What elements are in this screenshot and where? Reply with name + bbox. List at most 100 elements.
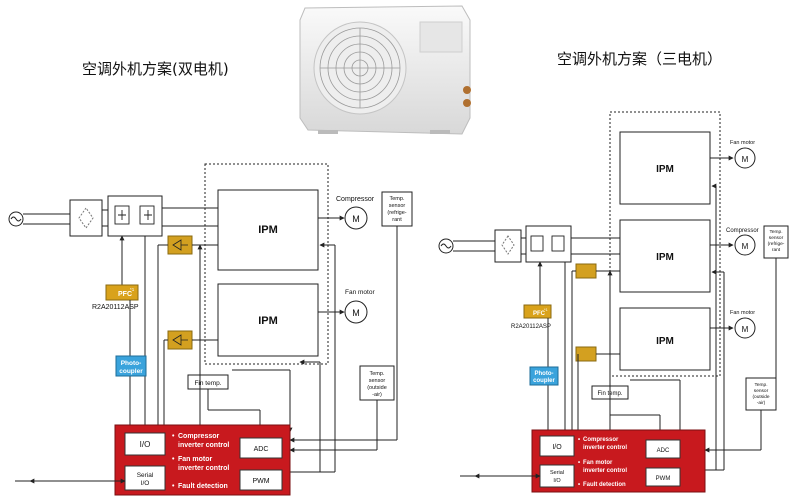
- mcu-pwm-right-label: PWM: [656, 476, 671, 482]
- rectifier-bridge-right: [494, 229, 522, 263]
- current-amp-top-icon: [167, 235, 193, 255]
- pfc-right-superscript: *1: [544, 307, 549, 312]
- fan-motor-label: Fan motor: [345, 289, 375, 296]
- ipm-enclosure-right: [609, 111, 721, 377]
- feature-r-fault: Fault detection: [583, 482, 626, 488]
- pfc-switch-block-right: [525, 225, 572, 263]
- fan-motor-top-symbol: M: [742, 155, 749, 164]
- ipm-bottom-box: [217, 283, 319, 357]
- mcu-serial-r-2: I/O: [553, 478, 561, 484]
- mcu-serial-line1: Serial: [137, 472, 154, 479]
- current-amp-right-1: [575, 263, 597, 279]
- compressor-right-symbol: M: [742, 242, 749, 251]
- compressor-motor-icon: [344, 206, 368, 230]
- mcu-adc-right-label: ADC: [657, 448, 670, 454]
- temp-outside-r-4: -air): [757, 400, 766, 406]
- temp-sensor-refrig-line1: Temp.: [390, 196, 405, 202]
- outdoor-unit-illustration: [299, 5, 471, 135]
- temp-sensor-outside-line2: sensor: [369, 378, 386, 384]
- ac-source-icon: [8, 211, 24, 227]
- part-number-label: R2A20112ASP: [92, 304, 139, 311]
- temp-sensor-outside-line4: -air): [372, 392, 382, 398]
- ipm-top-box: [217, 189, 319, 271]
- mcu-io-right-label: I/O: [552, 444, 562, 451]
- feature-fault-detection: Fault detection: [178, 483, 228, 490]
- mcu-pwm-label: PWM: [252, 478, 269, 485]
- ipm-bottom-label: IPM: [258, 315, 278, 327]
- compressor-right-label: Compressor: [726, 228, 759, 234]
- ipm-1-label: IPM: [656, 164, 674, 175]
- mcu-adc-box: [239, 437, 283, 459]
- mcu-serial-line2: I/O: [141, 480, 150, 487]
- svg-text:•: •: [578, 437, 580, 443]
- title-dual-motor: 空调外机方案(双电机): [82, 60, 229, 78]
- compressor-motor-right-icon: [734, 234, 756, 256]
- part-number-right: R2A20112ASP: [511, 324, 551, 330]
- current-amp-bottom-icon: [167, 330, 193, 350]
- temp-refrig-r-4: rant: [772, 247, 781, 253]
- rectifier-bridge-icon: [69, 199, 103, 237]
- ipm-1-box: [619, 131, 711, 205]
- pfc-controller-box: [105, 284, 139, 301]
- temp-sensor-outside-line1: Temp.: [370, 371, 385, 377]
- temp-refrig-r-1: Temp.: [769, 229, 782, 235]
- fan-motor-icon: [344, 300, 368, 324]
- temp-outside-r-3: (outside: [752, 394, 769, 400]
- feature-compressor: Compressor: [178, 433, 220, 440]
- mcu-io-right: [539, 435, 575, 457]
- temp-refrig-r-2: sensor: [769, 235, 784, 241]
- svg-text:•: •: [578, 482, 580, 488]
- fan-motor-top-icon: [734, 147, 756, 169]
- feature-fan-motor-sub: inverter control: [178, 465, 229, 472]
- svg-text:•: •: [172, 433, 175, 440]
- mcu-io-box: [124, 432, 166, 456]
- temp-outside-r-1: Temp.: [754, 382, 767, 388]
- photo-coupler-line2: coupler: [119, 368, 143, 375]
- fin-temp-right-label: Fin temp.: [597, 391, 622, 397]
- fin-temp-label: Fin temp.: [194, 380, 221, 387]
- temp-sensor-refrig-line4: rant: [392, 217, 402, 223]
- feature-fan-motor: Fan motor: [178, 456, 212, 463]
- mcu-adc-right: [645, 439, 681, 459]
- pfc-switch-block: [107, 195, 163, 237]
- mcu-io-label: I/O: [140, 440, 151, 449]
- pfc-right-label: PFC: [533, 311, 546, 317]
- photo-coupler-right: [529, 366, 559, 386]
- ac-source-icon-right: [438, 238, 454, 254]
- photo-coupler-r-2: coupler: [533, 378, 555, 384]
- ipm-top-label: IPM: [258, 224, 278, 236]
- ipm-2-box: [619, 219, 711, 293]
- pfc-controller-right: [523, 304, 552, 319]
- pfc-label: PFC: [118, 291, 132, 298]
- svg-text:•: •: [172, 456, 175, 463]
- right-diagram: [438, 111, 789, 493]
- fan-motor-bottom-label: Fan motor: [730, 310, 755, 316]
- photo-coupler-r-1: Photo-: [535, 371, 554, 377]
- mcu-pwm-right: [645, 467, 681, 487]
- photo-coupler-line1: Photo-: [121, 360, 142, 367]
- fan-motor-bottom-icon: [734, 317, 756, 339]
- feature-r-fan-sub: inverter control: [583, 468, 627, 474]
- ipm-2-label: IPM: [656, 252, 674, 263]
- mcu-pwm-box: [239, 469, 283, 491]
- fan-motor-symbol: M: [352, 308, 360, 318]
- left-diagram: [8, 163, 413, 496]
- svg-text:•: •: [578, 460, 580, 466]
- current-amp-right-2: [575, 346, 597, 362]
- mcu-serial-io-box: [124, 465, 166, 491]
- temp-refrig-r-3: (refrige-: [768, 241, 785, 247]
- fan-motor-bottom-symbol: M: [742, 325, 749, 334]
- title-triple-motor: 空调外机方案（三电机）: [557, 50, 723, 68]
- ipm-3-label: IPM: [656, 336, 674, 347]
- svg-text:•: •: [172, 483, 175, 490]
- compressor-label: Compressor: [336, 196, 375, 203]
- feature-r-compressor-sub: inverter control: [583, 445, 627, 451]
- temp-sensor-refrig-line2: sensor: [389, 203, 406, 209]
- compressor-motor-symbol: M: [352, 214, 360, 224]
- feature-r-fan: Fan motor: [583, 460, 613, 466]
- feature-compressor-sub: inverter control: [178, 442, 229, 449]
- ipm-3-box: [619, 307, 711, 371]
- fan-motor-top-label: Fan motor: [730, 140, 755, 146]
